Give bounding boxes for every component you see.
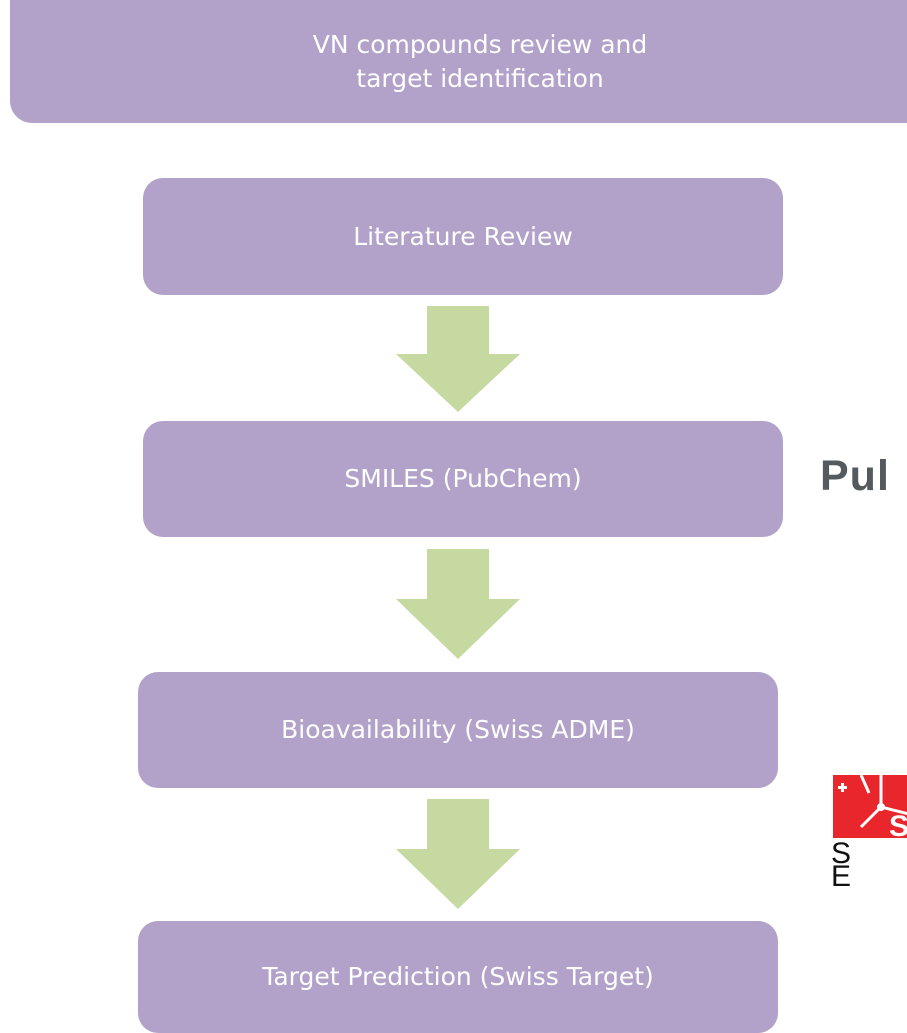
sib-logo: S S E	[831, 775, 907, 892]
down-arrow-icon	[396, 799, 520, 909]
step-label: Bioavailability (Swiss ADME)	[281, 715, 635, 745]
sib-text-line-1: S	[831, 837, 852, 870]
step-label: Literature Review	[353, 221, 573, 251]
sib-text-line-2: E	[831, 860, 852, 893]
pubchem-logo: Pul	[820, 452, 890, 500]
step-bioavailability: Bioavailability (Swiss ADME)	[138, 672, 778, 788]
step-literature-review: Literature Review	[143, 178, 783, 295]
step-label: SMILES (PubChem)	[344, 464, 582, 494]
down-arrow-icon	[396, 549, 520, 659]
header-line-1: VN compounds review and	[312, 29, 648, 59]
sib-mark-letter: S	[889, 810, 907, 838]
step-target-prediction: Target Prediction (Swiss Target)	[138, 921, 778, 1033]
header-box: VN compounds review and target identific…	[10, 0, 907, 123]
down-arrow-icon	[396, 306, 520, 412]
step-label: Target Prediction (Swiss Target)	[262, 962, 654, 992]
step-smiles-pubchem: SMILES (PubChem)	[143, 421, 783, 537]
sib-mark-icon: S	[833, 775, 907, 838]
header-line-2: target identification	[356, 63, 604, 93]
